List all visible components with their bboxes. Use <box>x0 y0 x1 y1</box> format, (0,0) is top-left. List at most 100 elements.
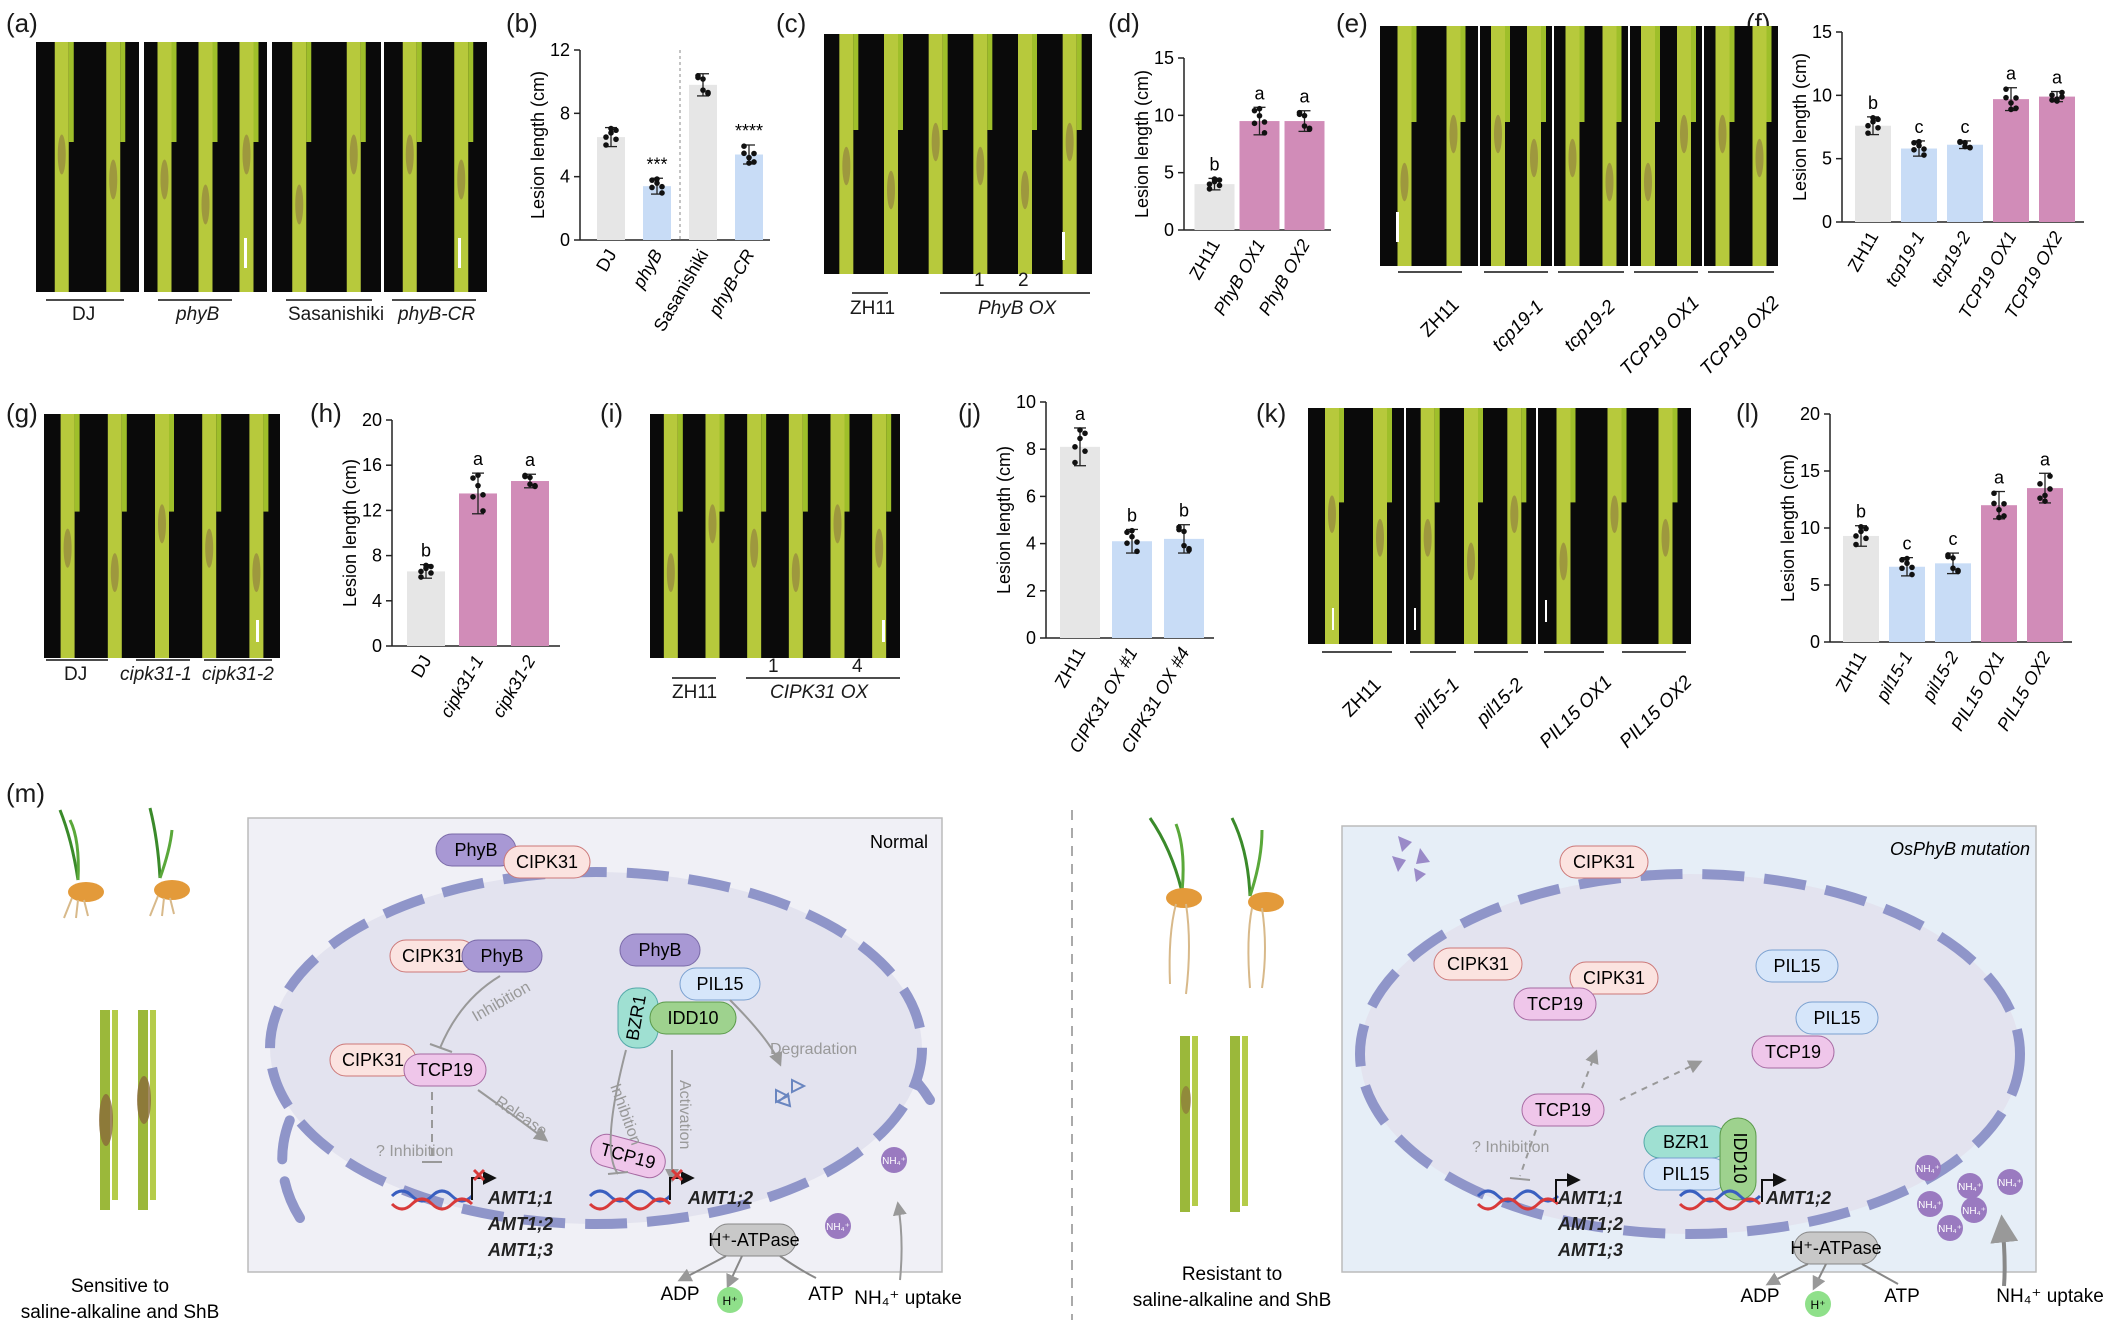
leaf-sheath <box>171 42 177 142</box>
leaf-sheath <box>761 414 767 512</box>
leaf-sheath <box>468 42 474 142</box>
label-i-cipk31-ox: CIPK31 OX <box>770 682 869 703</box>
data-point <box>418 568 424 575</box>
lesion <box>63 528 72 568</box>
data-point <box>470 475 476 481</box>
svg-text:BZR1: BZR1 <box>1663 1132 1709 1152</box>
data-point <box>527 474 533 481</box>
svg-text:AMT1;2: AMT1;2 <box>487 1214 553 1234</box>
x-tick-label: pil15-1 <box>1872 648 1917 706</box>
data-point <box>613 127 619 134</box>
data-point <box>659 183 665 190</box>
svg-text:? Inhibition: ? Inhibition <box>376 1143 453 1160</box>
significance-label: a <box>1075 404 1086 424</box>
significance-label: b <box>1127 505 1137 525</box>
significance-label: c <box>1903 534 1912 554</box>
photo-k-2 <box>1406 408 1536 644</box>
data-point <box>659 190 665 196</box>
data-point <box>1865 122 1871 129</box>
data-point <box>1853 533 1859 539</box>
photo-e-3 <box>1554 26 1628 266</box>
svg-text:PIL15: PIL15 <box>1813 1008 1860 1028</box>
model-diagram: Sensitive to saline-alkaline and ShB Nor… <box>21 807 2104 1323</box>
lesion <box>110 553 119 593</box>
data-point <box>1904 555 1910 562</box>
data-point <box>1072 444 1078 450</box>
data-point <box>480 508 486 514</box>
x-tick-label: ZH11 <box>1051 644 1090 691</box>
data-point <box>751 150 757 157</box>
svg-text:CIPK31: CIPK31 <box>516 852 578 872</box>
svg-text:PIL15: PIL15 <box>1773 956 1820 976</box>
stem <box>292 42 307 292</box>
leaf-sheath <box>942 34 948 130</box>
y-axis-label: Lesion length (cm) <box>1790 53 1810 201</box>
data-point <box>1077 435 1083 442</box>
data-point <box>1921 152 1927 158</box>
leaf-sheath <box>306 42 312 142</box>
label-k-pil15-1: pil15-1 <box>1408 675 1464 731</box>
data-point <box>1181 528 1187 535</box>
data-point <box>428 570 434 576</box>
y-tick-label: 2 <box>1026 581 1036 601</box>
data-point <box>418 574 424 580</box>
bar <box>1112 541 1152 638</box>
panel-letter-c: (c) <box>776 8 807 38</box>
bar <box>407 571 445 646</box>
label-a-phyb-cr: phyB-CR <box>398 304 476 325</box>
seedling-icon <box>58 807 190 919</box>
lesion <box>57 134 66 175</box>
y-axis-label: Lesion length (cm) <box>1132 70 1152 218</box>
lesion <box>1328 495 1336 534</box>
svg-text:NH₄⁺: NH₄⁺ <box>1962 1206 1986 1217</box>
data-point <box>1216 182 1223 189</box>
bar <box>1194 184 1235 230</box>
bar <box>1993 99 2029 222</box>
lesion <box>1065 122 1074 162</box>
label-k-pil15-ox2: PIL15 OX2 <box>1616 672 1697 753</box>
leaf-sheath <box>68 42 74 142</box>
data-point <box>2037 495 2043 501</box>
data-point <box>1991 500 1997 507</box>
lesion <box>1568 138 1577 178</box>
data-point <box>2001 513 2007 519</box>
y-tick-label: 12 <box>550 40 570 60</box>
lesion <box>1467 542 1475 581</box>
bar <box>689 84 717 240</box>
lesion <box>1559 542 1568 581</box>
lesion <box>109 159 118 200</box>
data-point <box>1206 186 1213 192</box>
panel-letter-m: (m) <box>6 778 45 808</box>
leaf-sheath <box>1339 408 1344 503</box>
label-a-sasanishiki: Sasanishiki <box>288 304 385 325</box>
data-point <box>2047 486 2053 492</box>
photo-k-1 <box>1308 408 1404 644</box>
lesion <box>1449 114 1458 154</box>
svg-text:NH₄⁺: NH₄⁺ <box>826 1222 850 1233</box>
data-point <box>1899 557 1905 563</box>
label-i-line4: 4 <box>852 656 863 677</box>
y-tick-label: 8 <box>1026 439 1036 459</box>
leaf-sheath <box>1411 26 1417 122</box>
lesion <box>158 504 166 544</box>
data-point <box>1301 112 1308 119</box>
bar <box>2027 488 2063 642</box>
data-point <box>2049 97 2055 103</box>
lesion <box>708 504 717 544</box>
data-point <box>608 125 614 132</box>
data-point <box>2013 105 2019 111</box>
stem <box>788 414 803 658</box>
data-point <box>1261 119 1268 125</box>
svg-text:TCP19: TCP19 <box>1535 1100 1591 1120</box>
stem <box>107 414 122 658</box>
y-tick-label: 16 <box>362 455 382 475</box>
healthy-stem-icon <box>1180 1036 1248 1212</box>
data-point <box>1216 177 1223 183</box>
phenotype-left-2: saline-alkaline and ShB <box>21 1302 220 1323</box>
leaf-sheath <box>1672 408 1678 503</box>
bar <box>2039 96 2075 222</box>
data-point <box>1072 459 1078 466</box>
leaf-sheath <box>1478 408 1483 503</box>
